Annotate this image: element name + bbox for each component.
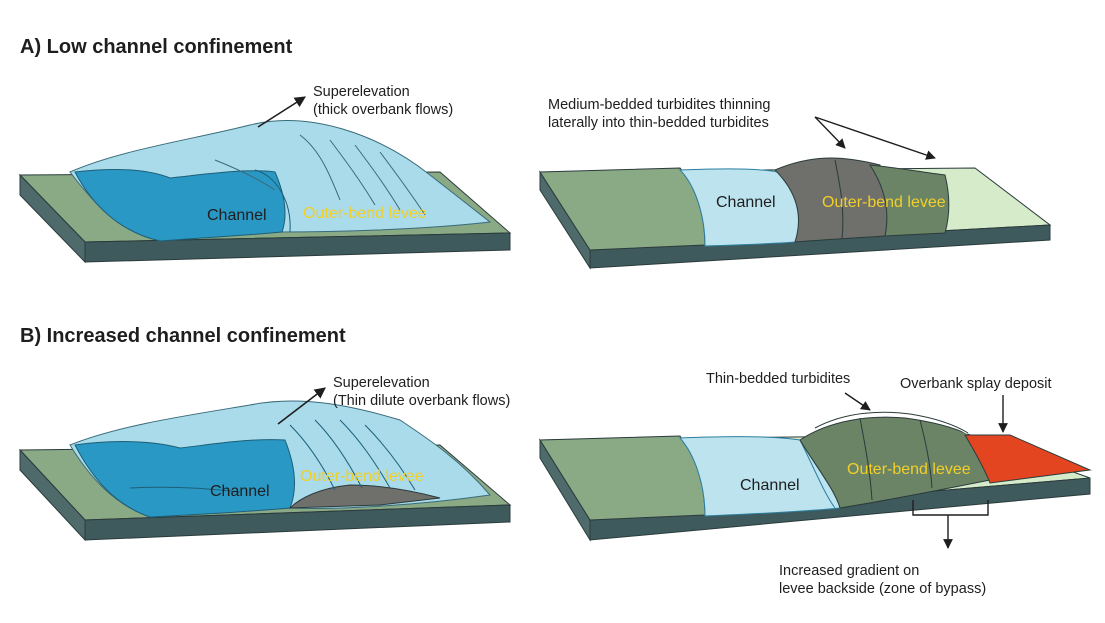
channel-label-b-left: Channel [210, 483, 270, 500]
splay-deposit-label: Overbank splay deposit [900, 376, 1052, 392]
superelevation-arrow-a [257, 96, 306, 128]
levee-label-a-right: Outer-bend levee [822, 194, 946, 211]
block-b-right [539, 392, 1092, 549]
channel-wall [254, 169, 291, 233]
substrate-left [539, 167, 706, 251]
channel-label-a-left: Channel [207, 207, 267, 224]
thin-bedded-label: Thin-bedded turbidites [706, 371, 851, 387]
panel-a-title: A) Low channel confinement [20, 36, 293, 58]
substrate-left [539, 435, 706, 521]
gradient-label: Increased gradient on levee backside (zo… [779, 563, 987, 597]
channel-label-b-right: Channel [740, 477, 800, 494]
channel-fill [74, 439, 295, 518]
levee-green [869, 164, 950, 237]
base-slab-side [19, 448, 86, 542]
block-b-left [18, 387, 512, 542]
superelevation-label-a: Superelevation (thick overbank flows) [313, 84, 454, 118]
splay-deposit [964, 434, 1092, 484]
block-a-left [18, 96, 512, 264]
block-a-right [539, 116, 1052, 270]
superelevation-arrow-b [277, 387, 326, 425]
turbidites-label-a: Medium-bedded turbidites thinning latera… [548, 97, 771, 131]
panel-b-title: B) Increased channel confinement [20, 325, 346, 347]
channel-label-a-right: Channel [716, 194, 776, 211]
bypass-bracket [912, 500, 989, 516]
levee-label-a-left: Outer-bend levee [303, 205, 427, 222]
levee-label-b-right: Outer-bend levee [847, 461, 971, 478]
channel-fill [74, 169, 286, 242]
superelevation-label-b: Superelevation (Thin dilute overbank flo… [333, 375, 511, 409]
levee-label-b-left: Outer-bend levee [300, 468, 424, 485]
base-slab-side [19, 173, 86, 264]
